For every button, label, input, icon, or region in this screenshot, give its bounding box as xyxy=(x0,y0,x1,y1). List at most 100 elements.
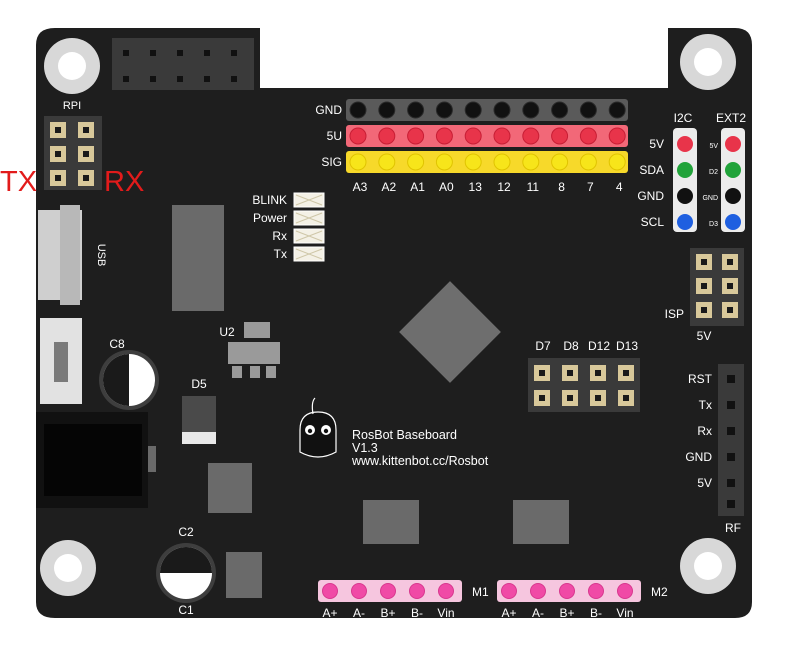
i2c_header-pin xyxy=(677,162,693,178)
mcu-chip xyxy=(399,281,501,383)
led-label: Power xyxy=(253,211,287,225)
board-version: V1.3 xyxy=(352,441,378,455)
io-pin-label: 11 xyxy=(527,180,540,194)
io-pin xyxy=(464,101,482,119)
d-header-label: D8 xyxy=(563,339,579,353)
c1-label: C1 xyxy=(178,603,194,617)
motor-pin xyxy=(588,583,604,599)
io-pin xyxy=(464,153,482,171)
isp-pin-hole xyxy=(727,307,733,313)
ext2_header-label: D2 xyxy=(709,169,718,176)
motor-driver-chip-2 xyxy=(513,500,569,544)
i2c_header-pin xyxy=(677,136,693,152)
ext2_header-pin xyxy=(725,188,741,204)
io-pin xyxy=(435,153,453,171)
rf-pin xyxy=(727,500,735,508)
motor-pin xyxy=(351,583,367,599)
component-pad xyxy=(208,463,252,513)
rf-body xyxy=(718,364,744,516)
io-pin-label: A0 xyxy=(439,180,454,194)
io-pin-label: A1 xyxy=(410,180,425,194)
i2c_header-pin xyxy=(677,214,693,230)
io-pin-label: 4 xyxy=(616,180,623,194)
led-label: BLINK xyxy=(252,193,287,207)
io-row-label: SIG xyxy=(321,155,342,169)
motor-pin-label: B- xyxy=(590,606,602,620)
rf-pin xyxy=(727,453,735,461)
i2c_header-pin xyxy=(677,188,693,204)
motor-pin xyxy=(501,583,517,599)
rx-annotation: RX xyxy=(104,166,144,198)
motor-pin-label: B+ xyxy=(380,606,395,620)
motor-pin-label: B- xyxy=(411,606,423,620)
top-header-pin xyxy=(177,50,183,56)
io-pin xyxy=(522,101,540,119)
motor-pin-label: A+ xyxy=(501,606,516,620)
rpi-label: RPI xyxy=(63,100,81,112)
top-header-pin xyxy=(177,76,183,82)
io-pin xyxy=(608,101,626,119)
motor-pin xyxy=(559,583,575,599)
io-pin xyxy=(349,153,367,171)
top-header-pin xyxy=(204,50,210,56)
i2c_header-title: I2C xyxy=(674,111,693,125)
u2-label: U2 xyxy=(219,325,235,339)
io-pin xyxy=(435,101,453,119)
ext2_header-body xyxy=(721,128,745,232)
ext2_header-pin xyxy=(725,136,741,152)
c2-label: C2 xyxy=(178,525,194,539)
rf-pin xyxy=(727,479,735,487)
motor-pin xyxy=(530,583,546,599)
tx-annotation: TX xyxy=(0,166,37,198)
d-header-label: D13 xyxy=(616,339,638,353)
io-pin xyxy=(464,127,482,145)
rf-label: Rx xyxy=(697,424,712,438)
d-header-pin-hole xyxy=(539,395,545,401)
led-mark xyxy=(295,230,323,242)
io-pin xyxy=(493,127,511,145)
rf-label: RST xyxy=(688,372,713,386)
io-pin-label: A3 xyxy=(353,180,368,194)
rf-label: GND xyxy=(685,450,712,464)
rpi-pin-hole xyxy=(83,175,89,181)
rf-pin xyxy=(727,427,735,435)
io-pin xyxy=(407,127,425,145)
io-pin xyxy=(378,101,396,119)
component-pad xyxy=(226,552,262,598)
rpi-pin-hole xyxy=(55,175,61,181)
motor-pin xyxy=(409,583,425,599)
io-pin-label: 7 xyxy=(587,180,594,194)
motor-pin xyxy=(322,583,338,599)
io-pin xyxy=(349,127,367,145)
top-header-pin xyxy=(123,50,129,56)
io-pin xyxy=(579,153,597,171)
io-pin xyxy=(407,101,425,119)
io-pin xyxy=(608,127,626,145)
io-pin-label: 13 xyxy=(469,180,483,194)
io-pin xyxy=(378,153,396,171)
io-pin xyxy=(435,127,453,145)
io-pin xyxy=(493,153,511,171)
i2c_header-label: 5V xyxy=(649,137,664,151)
d-header-label: D12 xyxy=(588,339,610,353)
io-pin xyxy=(551,153,569,171)
i2c_header-label: SCL xyxy=(641,215,665,229)
usb-connector xyxy=(38,205,82,305)
io-pin xyxy=(522,127,540,145)
ext2_header-label: D3 xyxy=(709,221,718,228)
led-mark xyxy=(295,194,323,206)
kittenbot-logo xyxy=(299,397,337,458)
ext2_header-label: GND xyxy=(702,195,718,202)
d-header-pin-hole xyxy=(623,370,629,376)
rpi-pin-hole xyxy=(83,127,89,133)
isp-pin-hole xyxy=(701,307,707,313)
motor-pin-label: A+ xyxy=(322,606,337,620)
motor-pin-label: Vin xyxy=(616,606,633,620)
d-header-pin-hole xyxy=(539,370,545,376)
dc-jack xyxy=(36,412,156,508)
motor-pin-label: B+ xyxy=(559,606,574,620)
rpi-pin-hole xyxy=(55,127,61,133)
